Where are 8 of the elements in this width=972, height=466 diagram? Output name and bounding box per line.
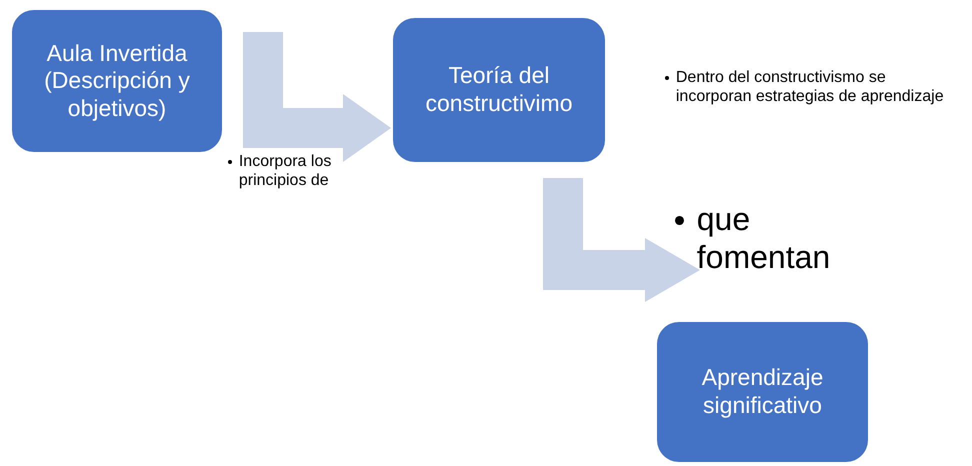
note-text: Dentro del constructivismo se incorporan estrategias de aprendizaje (676, 68, 945, 106)
process-box: Teoría del constructivimo (393, 18, 605, 162)
edge-label: que fomentan (696, 200, 832, 277)
block-arrow (243, 32, 391, 162)
process-box: Aula Invertida (Descripción y objetivos) (12, 10, 222, 152)
edge-label: Incorpora los principios de (238, 152, 332, 190)
block-arrow (543, 178, 700, 302)
process-box: Aprendizaje significativo (657, 322, 868, 462)
